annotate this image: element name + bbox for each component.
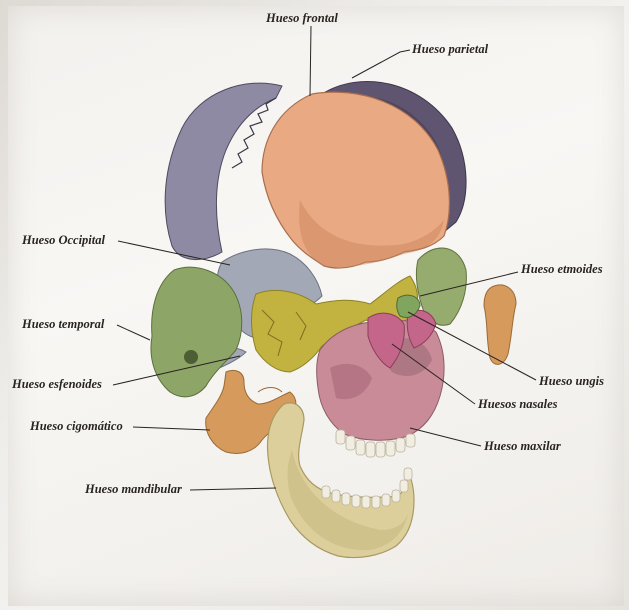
label-hueso-esfenoides: Hueso esfenoides <box>12 377 102 391</box>
label-hueso-parietal: Hueso parietal <box>412 42 488 56</box>
right-fragment <box>484 285 516 364</box>
label-hueso-cigomatico: Hueso cigomático <box>30 419 123 433</box>
label-hueso-mandibular: Hueso mandibular <box>85 482 182 496</box>
label-hueso-maxilar: Hueso maxilar <box>484 439 561 453</box>
label-hueso-etmoides: Hueso etmoides <box>521 262 603 276</box>
zygomatic-arch <box>258 388 282 393</box>
label-hueso-occipital: Hueso Occipital <box>22 233 105 247</box>
ear-canal <box>184 350 198 364</box>
label-huesos-nasales: Huesos nasales <box>478 397 558 411</box>
leader-parietal <box>352 50 410 78</box>
leader-temporal <box>117 325 150 340</box>
lower-teeth <box>322 468 412 508</box>
label-hueso-frontal: Hueso frontal <box>266 11 338 25</box>
label-hueso-ungis: Hueso ungis <box>539 374 604 388</box>
label-hueso-temporal: Hueso temporal <box>22 317 104 331</box>
leader-frontal <box>310 26 311 96</box>
leader-mandibular <box>190 488 276 490</box>
leader-cigomatico <box>133 427 210 430</box>
leader-maxilar <box>410 428 481 446</box>
